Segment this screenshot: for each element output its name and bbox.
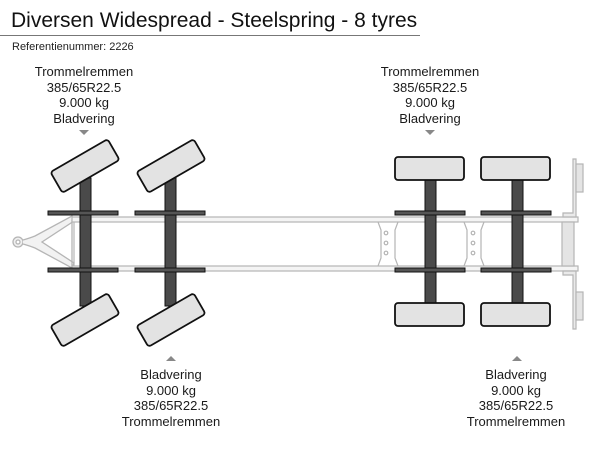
- page-title: Diversen Widespread - Steelspring - 8 ty…: [11, 9, 418, 32]
- tyre: [394, 302, 465, 327]
- capacity-label: 9.000 kg: [405, 95, 455, 110]
- leaf-spring: [47, 210, 119, 216]
- axle-spec-rear-bottom: Bladvering 9.000 kg 385/65R22.5 Trommelr…: [441, 367, 591, 429]
- axle-spec-front-top: Trommelremmen 385/65R22.5 9.000 kg Bladv…: [9, 64, 159, 126]
- tyre-size-label: 385/65R22.5: [392, 79, 468, 95]
- cross-member: [377, 221, 399, 267]
- frame-rail-top: [71, 216, 579, 223]
- suspension-label: Bladvering: [399, 110, 461, 126]
- tyre-size-label: 385/65R22.5: [478, 398, 554, 413]
- suspension-label: Bladvering: [53, 110, 115, 126]
- leaf-spring: [480, 210, 552, 216]
- axle-beam: [79, 177, 92, 307]
- leaf-spring: [134, 267, 206, 273]
- tyre: [394, 156, 465, 181]
- cross-member: [463, 221, 485, 267]
- leaf-spring: [134, 210, 206, 216]
- brakes-label: Trommelremmen: [121, 413, 221, 429]
- axle-beam: [164, 177, 177, 307]
- suspension-label: Bladvering: [485, 367, 547, 382]
- rear-crossbeam: [561, 221, 575, 267]
- tyre: [136, 293, 206, 347]
- tyre: [50, 293, 120, 347]
- axle-4: [480, 156, 552, 327]
- rear-bumper: [562, 158, 577, 330]
- tyre-size-label: 385/65R22.5: [46, 79, 122, 95]
- tyre: [480, 302, 551, 327]
- axle-spec-front-bottom: Bladvering 9.000 kg 385/65R22.5 Trommelr…: [96, 367, 246, 429]
- capacity-label: 9.000 kg: [491, 382, 541, 398]
- triangle-up-marker: [512, 356, 522, 361]
- rear-light: [575, 163, 584, 193]
- tyre: [480, 156, 551, 181]
- brakes-label: Trommelremmen: [34, 64, 134, 79]
- axle-beam: [511, 177, 524, 305]
- triangle-up-marker: [166, 356, 176, 361]
- axle-beam: [424, 177, 437, 305]
- suspension-label: Bladvering: [140, 367, 202, 382]
- capacity-label: 9.000 kg: [146, 382, 196, 398]
- title-divider: [0, 35, 420, 36]
- axle-spec-rear-top: Trommelremmen 385/65R22.5 9.000 kg Bladv…: [355, 64, 505, 126]
- leaf-spring: [47, 267, 119, 273]
- leaf-spring: [394, 267, 466, 273]
- axle-1: [47, 139, 120, 347]
- rear-light: [575, 291, 584, 321]
- axle-2: [134, 139, 206, 347]
- capacity-label: 9.000 kg: [59, 95, 109, 110]
- tyre: [50, 139, 120, 193]
- brakes-label: Trommelremmen: [380, 64, 480, 79]
- triangle-down-marker: [79, 130, 89, 135]
- drawbar: [12, 215, 75, 269]
- axle-3: [394, 156, 466, 327]
- leaf-spring: [480, 267, 552, 273]
- leaf-spring: [394, 210, 466, 216]
- tyre: [136, 139, 206, 193]
- tyre-size-label: 385/65R22.5: [133, 398, 209, 413]
- triangle-down-marker: [425, 130, 435, 135]
- brakes-label: Trommelremmen: [466, 413, 566, 429]
- reference-number: Referentienummer: 2226: [12, 41, 134, 53]
